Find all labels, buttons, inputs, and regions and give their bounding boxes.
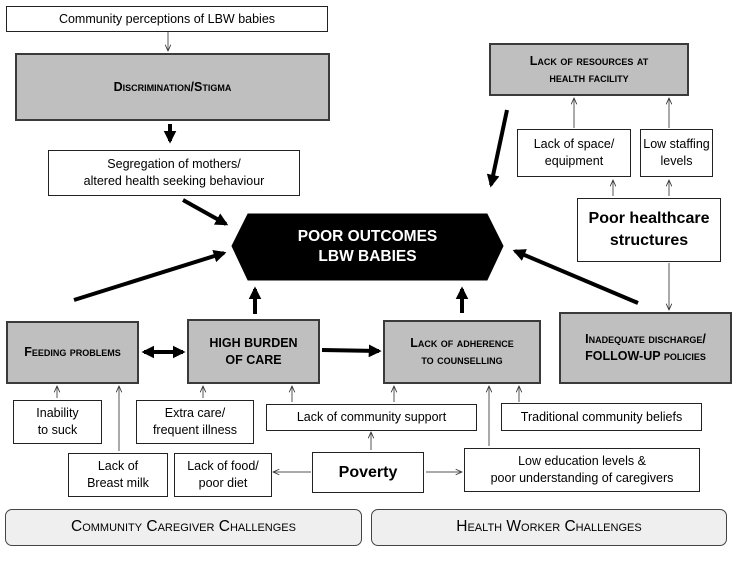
inadequate-discharge-label: Inadequate discharge/ FOLLOW-UP policies	[585, 332, 706, 363]
lack-space-box: Lack of space/ equipment	[517, 129, 631, 177]
high-burden-label: HIGH BURDEN OF CARE	[209, 335, 298, 367]
inadequate-discharge-box: Inadequate discharge/ FOLLOW-UP policies	[559, 312, 732, 384]
poverty-label: Poverty	[338, 463, 398, 481]
low-education-label: Low education levels & poor understandin…	[490, 454, 674, 485]
lack-community-support-label: Lack of community support	[296, 410, 447, 425]
extra-care-box: Extra care/ frequent illness	[136, 400, 254, 444]
poor-outcomes-box: POOR OUTCOMES LBW BABIES	[248, 214, 487, 280]
inability-suck-label: Inability to suck	[36, 406, 79, 437]
discrimination-box: Discrimination/Stigma	[15, 53, 330, 121]
high-burden-box: HIGH BURDEN OF CARE	[187, 319, 320, 384]
inability-suck-box: Inability to suck	[13, 400, 102, 444]
feeding-problems-box: Feeding problems	[6, 321, 139, 384]
community-perceptions-box: Community perceptions of LBW babies	[6, 6, 328, 32]
community-caregiver-challenges-label: Community Caregiver Challenges	[71, 518, 296, 536]
poor-outcomes-label: POOR OUTCOMES LBW BABIES	[297, 227, 438, 265]
lack-space-label: Lack of space/ equipment	[533, 137, 615, 168]
segregation-label: Segregation of mothers/ altered health s…	[83, 157, 265, 188]
segregation-box: Segregation of mothers/ altered health s…	[48, 150, 300, 196]
health-worker-challenges-bar: Health Worker Challenges	[371, 509, 727, 546]
lack-food-label: Lack of food/ poor diet	[187, 459, 259, 490]
lack-breast-milk-label: Lack of Breast milk	[87, 459, 149, 490]
lack-community-support-box: Lack of community support	[266, 404, 477, 431]
arrow-resources-to-outcomes	[486, 109, 509, 188]
feeding-problems-label: Feeding problems	[24, 345, 121, 360]
arrow-burden-to-adherence	[321, 344, 382, 358]
lack-resources-label: Lack of resources at health facility	[529, 53, 649, 85]
lack-resources-box: Lack of resources at health facility	[489, 43, 689, 96]
lack-food-box: Lack of food/ poor diet	[174, 453, 272, 497]
poor-healthcare-label: Poor healthcare structures	[588, 210, 710, 249]
poor-outcomes-hexagon	[231, 213, 504, 281]
community-caregiver-challenges-bar: Community Caregiver Challenges	[5, 509, 362, 546]
lack-adherence-label: Lack of adherence to counselling	[410, 336, 514, 367]
arrow-discharge-to-outcomes	[512, 249, 639, 305]
traditional-beliefs-box: Traditional community beliefs	[501, 403, 702, 431]
poor-healthcare-box: Poor healthcare structures	[577, 198, 721, 262]
discrimination-label: Discrimination/Stigma	[113, 79, 232, 94]
community-perceptions-label: Community perceptions of LBW babies	[58, 11, 276, 26]
low-staffing-label: Low staffing levels	[643, 137, 710, 168]
low-education-box: Low education levels & poor understandin…	[464, 448, 700, 492]
poverty-box: Poverty	[312, 452, 424, 493]
low-staffing-box: Low staffing levels	[640, 129, 713, 177]
arrow-segregation-to-outcomes	[182, 198, 229, 226]
extra-care-label: Extra care/ frequent illness	[152, 406, 238, 437]
lack-adherence-box: Lack of adherence to counselling	[383, 320, 541, 384]
lack-breast-milk-box: Lack of Breast milk	[68, 453, 168, 497]
traditional-beliefs-label: Traditional community beliefs	[520, 409, 683, 424]
arrow-feeding-to-outcomes	[73, 249, 227, 302]
health-worker-challenges-label: Health Worker Challenges	[456, 518, 642, 536]
